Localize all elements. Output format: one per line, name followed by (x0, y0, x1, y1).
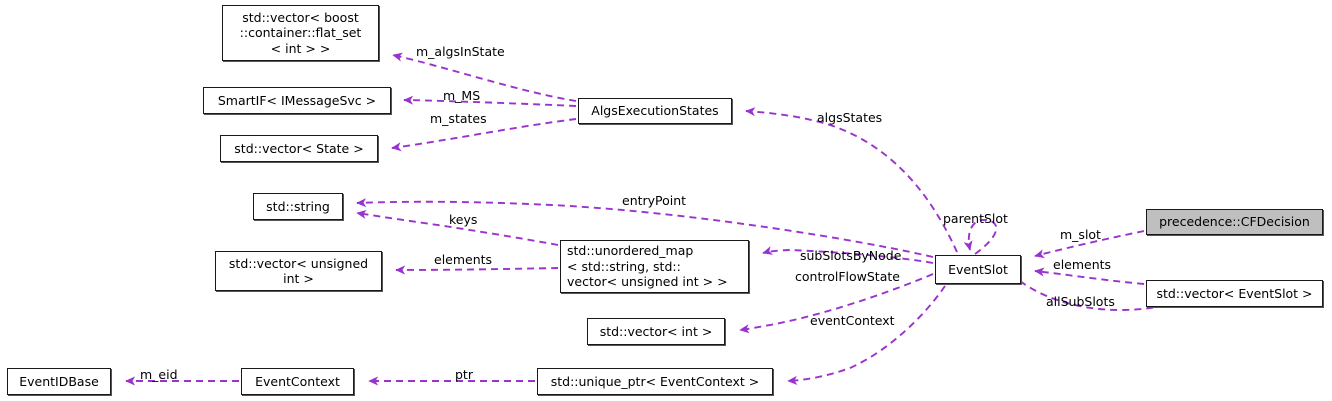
edge-label-m-slot: m_slot (1060, 227, 1101, 242)
edge-parentslot (963, 219, 998, 255)
node-smartif-imessagesvc[interactable]: SmartIF< IMessageSvc > (203, 87, 391, 114)
node-vector-unsigned-int[interactable]: std::vector< unsigned int > (215, 251, 382, 291)
edge-eventcontext (787, 285, 946, 386)
edge-label-keys: keys (449, 212, 478, 227)
edge-label-allsubslots: allSubSlots (1046, 294, 1115, 309)
edge-m-algsinstate (392, 52, 577, 102)
edge-label-parentslot: parentSlot (943, 211, 1008, 226)
edge-m-ms (403, 95, 577, 107)
edge-algsstates (745, 107, 958, 253)
node-algs-execution-states[interactable]: AlgsExecutionStates (578, 98, 732, 124)
edge-label-algsstates: algsStates (817, 110, 883, 125)
node-precedence-cfdecision[interactable]: precedence::CFDecision (1146, 209, 1323, 235)
edge-controlflowstate (739, 273, 934, 334)
edge-elements-map (395, 265, 559, 275)
edge-label-m-eid: m_eid (140, 367, 178, 382)
node-std-string[interactable]: std::string (253, 193, 343, 220)
edge-label-ptr: ptr (455, 367, 473, 382)
edge-label-subslotsbynode: subSlotsByNode (800, 248, 902, 263)
edge-label-elements-map: elements (434, 252, 493, 267)
edge-label-eventcontext: eventContext (810, 313, 895, 328)
edge-m-slot (1034, 230, 1145, 259)
node-unordered-map[interactable]: std::unordered_map < std::string, std:: … (560, 240, 749, 293)
edge-label-controlflowstate: controlFlowState (795, 269, 900, 284)
edge-label-elements-slot: elements (1053, 257, 1112, 272)
edge-label-entrypoint: entryPoint (622, 193, 687, 208)
edge-label-m-ms: m_MS (443, 88, 481, 103)
node-event-id-base[interactable]: EventIDBase (7, 368, 111, 395)
edge-keys (356, 209, 559, 246)
node-vector-int[interactable]: std::vector< int > (587, 318, 725, 345)
node-unique-ptr-event-context[interactable]: std::unique_ptr< EventContext > (537, 368, 773, 395)
edge-label-m-states: m_states (430, 111, 487, 126)
edge-entrypoint (356, 198, 934, 258)
node-event-slot[interactable]: EventSlot (935, 255, 1021, 284)
node-vector-event-slot[interactable]: std::vector< EventSlot > (1146, 280, 1323, 307)
node-event-context[interactable]: EventContext (241, 368, 354, 395)
edge-elements-slot (1034, 267, 1145, 285)
node-vector-state[interactable]: std::vector< State > (220, 135, 378, 162)
edge-subslotsbynode (762, 246, 934, 264)
edge-label-m-algsinstate: m_algsInState (416, 44, 505, 59)
node-vector-flat-set[interactable]: std::vector< boost ::container::flat_set… (222, 5, 379, 61)
